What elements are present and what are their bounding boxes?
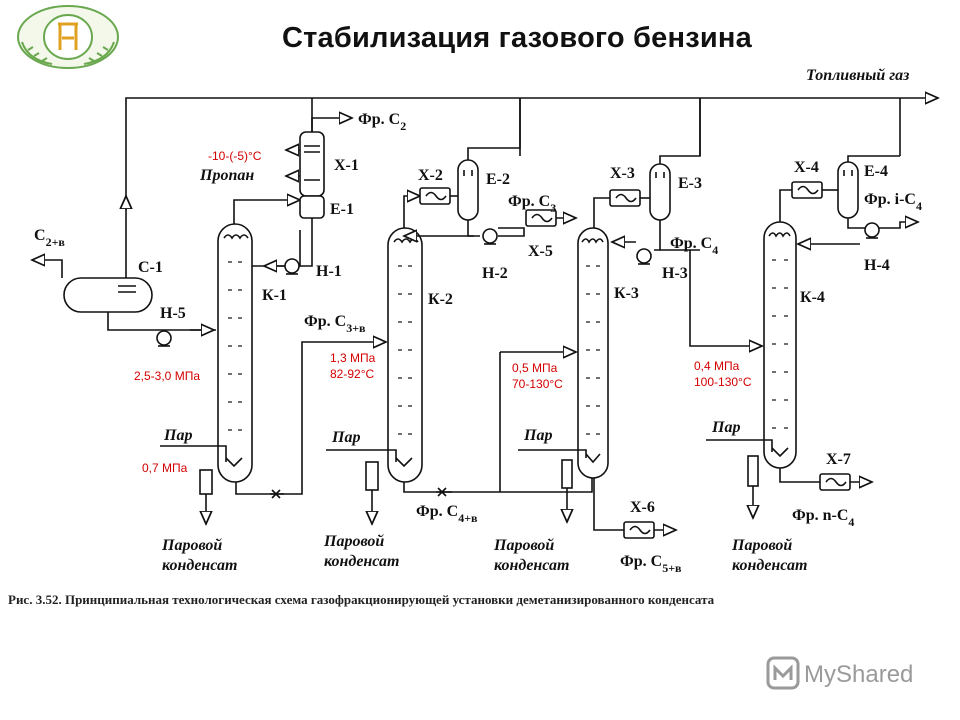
fr-c3-label: Фр. С — [508, 193, 550, 210]
svg-text:Фр. С3+в: Фр. С3+в — [304, 313, 366, 335]
page-title: Стабилизация газового бензина — [282, 22, 752, 54]
fr-c4v-sub: 4+в — [458, 511, 478, 525]
condensate-k3-line1: Паровой — [493, 537, 554, 554]
x1-temperature: -10-(-5)°С — [208, 149, 262, 163]
cooler-x3 — [609, 189, 650, 207]
n2-label: Н-2 — [482, 265, 508, 282]
steam-label-k4: Пар — [711, 419, 740, 436]
column-k3 — [499, 197, 624, 531]
pump-n3 — [636, 248, 652, 265]
fr-c2-label: Фр. С — [358, 111, 400, 128]
watermark: MyShared — [766, 654, 936, 699]
k3-temperature: 70-130°С — [512, 377, 563, 391]
x2-label: Х-2 — [418, 167, 443, 184]
column-k4 — [689, 189, 860, 518]
svg-text:Фр. С4: Фр. С4 — [670, 235, 718, 257]
e4-label: Е-4 — [864, 163, 888, 180]
fr-c4v-label: Фр. С — [416, 503, 458, 520]
feed-label-sub: 2+в — [46, 235, 66, 249]
cooler-x7 — [819, 473, 872, 491]
e2-label: Е-2 — [486, 171, 510, 188]
condensate-k4-line1: Паровой — [731, 537, 792, 554]
e1-label: Е-1 — [330, 201, 354, 218]
steam-label-k3: Пар — [523, 427, 552, 444]
svg-text:С2+в: С2+в — [34, 227, 65, 249]
figure-caption: Рис. 3.52. Принципиальная технологическа… — [8, 592, 715, 607]
pump-n2 — [482, 228, 498, 245]
n5-label: Н-5 — [160, 305, 186, 322]
fr-c4-sub: 4 — [712, 243, 718, 257]
pump-n5 — [156, 330, 172, 347]
university-logo — [8, 2, 128, 77]
svg-text:Фр. С5+в: Фр. С5+в — [620, 553, 682, 575]
fr-nc4-label: Фр. n-С — [792, 507, 848, 524]
cooler-x6 — [623, 521, 676, 539]
fr-ic4-label: Фр. i-С — [864, 191, 916, 208]
pump-n4 — [864, 222, 880, 239]
x3-label: Х-3 — [610, 165, 635, 182]
condensate-k1-line1: Паровой — [161, 537, 222, 554]
fr-c4-label: Фр. С — [670, 235, 712, 252]
svg-text:Фр. n-С4: Фр. n-С4 — [792, 507, 854, 529]
cooler-x2 — [419, 187, 458, 205]
fr-c5-sub: 5+в — [662, 561, 682, 575]
k1-label: К-1 — [262, 287, 287, 304]
steam-label-k1: Пар — [163, 427, 192, 444]
svg-text:Фр. С3: Фр. С3 — [508, 193, 556, 215]
condensate-k2-line2: конденсат — [324, 553, 399, 570]
s1-label: С-1 — [138, 259, 163, 276]
steam-pressure: 0,7 МПа — [142, 461, 188, 475]
cooler-x5 — [525, 209, 576, 227]
k4-temperature: 100-130°С — [694, 375, 752, 389]
e3-label: Е-3 — [678, 175, 702, 192]
separator-c1 — [32, 260, 216, 330]
fuel-gas-label: Топливный газ — [806, 67, 909, 84]
fr-ic4-sub: 4 — [916, 199, 922, 213]
drum-e2 — [404, 98, 525, 236]
x5-label: Х-5 — [528, 243, 553, 260]
n1-label: Н-1 — [316, 263, 342, 280]
n3-label: Н-3 — [662, 265, 688, 282]
k2-temperature: 82-92°С — [330, 367, 374, 381]
pump-n1 — [284, 258, 300, 275]
fr-c2-sub: 2 — [400, 119, 406, 133]
fr-c3-sub: 3 — [550, 201, 556, 215]
condensate-k4-line2: конденсат — [732, 557, 807, 574]
k3-label: К-3 — [614, 285, 639, 302]
svg-text:Фр. С4+в: Фр. С4+в — [416, 503, 478, 525]
k2-label: К-2 — [428, 291, 453, 308]
column-k1 — [160, 200, 318, 524]
steam-label-k2: Пар — [331, 429, 360, 446]
svg-text:Фр. С2: Фр. С2 — [358, 111, 406, 133]
condensate-k3-line2: конденсат — [494, 557, 569, 574]
feed-label: С — [34, 227, 46, 244]
k4-label: К-4 — [800, 289, 825, 306]
drum-e4 — [837, 155, 918, 228]
fr-c5-label: Фр. С — [620, 553, 662, 570]
fr-nc4-sub: 4 — [848, 515, 854, 529]
n4-label: Н-4 — [864, 257, 890, 274]
condensate-k1-line2: конденсат — [162, 557, 237, 574]
k1-pressure: 2,5-3,0 МПа — [134, 369, 200, 383]
svg-text:Фр. i-С4: Фр. i-С4 — [864, 191, 922, 213]
watermark-text: MyShared — [804, 661, 913, 688]
x7-label: Х-7 — [826, 451, 851, 468]
fr-c3v-sub: 3+в — [346, 321, 366, 335]
condenser-x1 — [286, 118, 352, 267]
x6-label: Х-6 — [630, 499, 655, 516]
x4-label: Х-4 — [794, 159, 819, 176]
k3-pressure: 0,5 МПа — [512, 361, 558, 375]
condensate-k2-line1: Паровой — [323, 533, 384, 550]
fr-c3v-label: Фр. С — [304, 313, 346, 330]
k4-pressure: 0,4 МПа — [694, 359, 740, 373]
cooler-x4 — [791, 181, 838, 199]
propan-label: Пропан — [199, 167, 254, 184]
k2-pressure: 1,3 МПа — [330, 351, 376, 365]
x1-label: Х-1 — [334, 157, 359, 174]
